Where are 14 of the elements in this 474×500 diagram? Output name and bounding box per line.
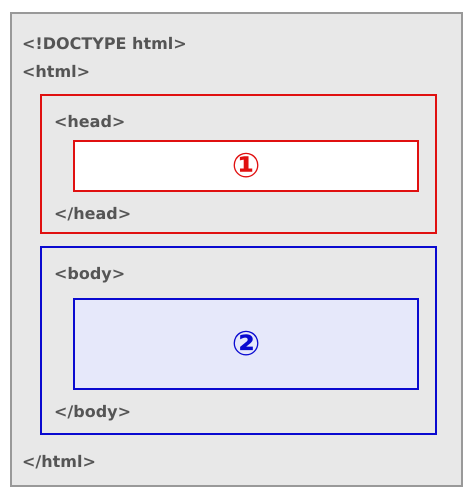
circled-number: ② xyxy=(230,324,262,364)
body-section xyxy=(40,246,437,435)
circled-number: ① xyxy=(230,146,262,186)
head-section xyxy=(40,94,437,234)
content-box xyxy=(73,298,419,390)
html-frame xyxy=(10,12,463,487)
open-tag: <body> xyxy=(54,264,126,284)
doctype-declaration: <!DOCTYPE html> xyxy=(22,34,187,54)
content-box xyxy=(73,140,419,192)
close-tag: </body> xyxy=(54,402,131,422)
close-tag: </html> xyxy=(22,452,96,472)
open-tag: <head> xyxy=(54,112,126,132)
open-tag: <html> xyxy=(22,62,90,82)
close-tag: </head> xyxy=(54,204,132,224)
